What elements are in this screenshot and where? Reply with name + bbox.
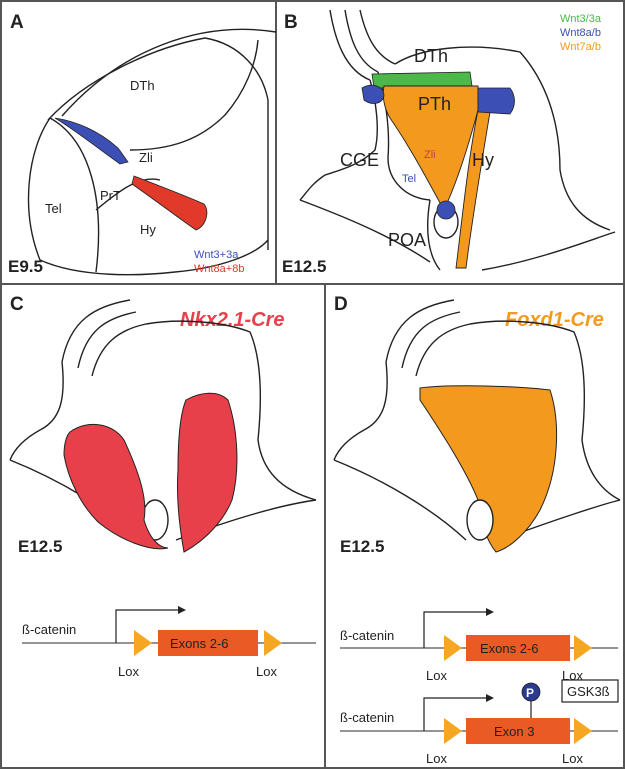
label-hy-b: Hy bbox=[472, 150, 494, 170]
stage-label-d: E12.5 bbox=[340, 537, 384, 556]
panel-c-outlines bbox=[10, 300, 316, 540]
lox-label-c-1: Lox bbox=[118, 664, 139, 679]
label-prt-a: PrT bbox=[100, 188, 121, 203]
optic-ellipse-d bbox=[467, 500, 493, 540]
exon-label-c: Exons 2-6 bbox=[170, 636, 229, 651]
gene-label-d-2: ß-catenin bbox=[340, 710, 394, 725]
nkx21-domain-right bbox=[177, 393, 236, 552]
phospho-label: P bbox=[526, 686, 534, 700]
wnt8-domain-b-left bbox=[362, 85, 384, 103]
exon-label-d-2: Exon 3 bbox=[494, 724, 534, 739]
lox-site-d-2a bbox=[444, 718, 462, 744]
construct-d-1: ß-catenin Exons 2-6 Lox Lox bbox=[340, 608, 618, 683]
panel-a-letter: A bbox=[10, 12, 24, 33]
label-zli-b: Zli bbox=[424, 149, 436, 161]
lox-site-d-1a bbox=[444, 635, 462, 661]
lox-site-d-2b bbox=[574, 718, 592, 744]
stage-label-b: E12.5 bbox=[282, 257, 326, 276]
lox-label-d-2a: Lox bbox=[426, 751, 447, 766]
label-pth-b: PTh bbox=[418, 94, 451, 114]
panel-c-letter: C bbox=[10, 294, 24, 315]
label-zli-a: Zli bbox=[139, 150, 153, 165]
wnt8-domain-b-poa bbox=[437, 201, 455, 219]
head-outline-top bbox=[62, 29, 276, 116]
label-poa-b: POA bbox=[388, 230, 426, 250]
construct-d-2: ß-catenin Exon 3 P GSK3ß Lox Lox bbox=[340, 680, 618, 766]
construct-c: ß-catenin Exons 2-6 Lox Lox bbox=[22, 606, 316, 679]
legend-wnt8-a: Wnt8a+8b bbox=[194, 263, 244, 275]
panel-b: B DTh PTh CGE Tel Zli Hy POA bbox=[282, 10, 615, 276]
hy-bottom-b bbox=[482, 232, 615, 270]
promoter-arrowhead-c bbox=[178, 606, 186, 614]
cortex-c-3 bbox=[92, 324, 146, 376]
cortex-curve-3 bbox=[360, 10, 395, 64]
lox-site-d-1b bbox=[574, 635, 592, 661]
cre-label-c: Nkx2.1-Cre bbox=[180, 309, 285, 331]
lox-label-d-1a: Lox bbox=[426, 668, 447, 683]
stage-label-c: E12.5 bbox=[18, 537, 62, 556]
label-tel-b: Tel bbox=[402, 173, 416, 185]
label-hy-a: Hy bbox=[140, 222, 156, 237]
promoter-arrowhead-d-2 bbox=[486, 694, 494, 702]
wnt8-domain-b-right bbox=[478, 88, 515, 114]
legend-wnt3-a: Wnt3+3a bbox=[194, 249, 239, 261]
cortex-d-2 bbox=[402, 312, 460, 368]
cge-left bbox=[300, 175, 325, 200]
tel-bottom-d bbox=[334, 460, 466, 540]
lox-label-c-2: Lox bbox=[256, 664, 277, 679]
gene-label-c: ß-catenin bbox=[22, 622, 76, 637]
cortex-curve-1 bbox=[330, 10, 370, 80]
legend-wnt7-b: Wnt7a/b bbox=[560, 41, 601, 53]
label-cge-b: CGE bbox=[340, 150, 379, 170]
kinase-label: GSK3ß bbox=[567, 684, 610, 699]
wnt3-domain-a bbox=[55, 118, 128, 164]
stage-label-a: E9.5 bbox=[8, 257, 43, 276]
left-edge-c bbox=[10, 362, 63, 460]
exon-label-d-1: Exons 2-6 bbox=[480, 641, 539, 656]
left-edge-d bbox=[334, 362, 387, 460]
cortex-curve-2 bbox=[345, 10, 378, 72]
legend-wnt3-b: Wnt3/3a bbox=[560, 13, 602, 25]
lox-site-c-1 bbox=[134, 630, 152, 656]
cortex-d-3 bbox=[416, 324, 470, 376]
label-dth-b: DTh bbox=[414, 46, 448, 66]
lox-label-d-2b: Lox bbox=[562, 751, 583, 766]
dth-outline bbox=[48, 38, 268, 250]
legend-wnt8-b: Wnt8a/b bbox=[560, 27, 601, 39]
panel-a: A DTh Zli PrT Tel Hy E9.5 Wnt3+3a Wnt8a+… bbox=[8, 12, 276, 276]
cre-label-d: Foxd1-Cre bbox=[505, 309, 604, 331]
panel-b-letter: B bbox=[284, 12, 298, 33]
nkx21-domain-left bbox=[64, 424, 168, 548]
panel-d: D Foxd1-Cre E12.5 ß-catenin Exons 2-6 Lo… bbox=[334, 294, 620, 766]
gene-label-d-1: ß-catenin bbox=[340, 628, 394, 643]
promoter-arrowhead-d-1 bbox=[486, 608, 494, 616]
zli-dth-boundary bbox=[130, 40, 258, 150]
label-tel-a: Tel bbox=[45, 201, 62, 216]
panel-d-letter: D bbox=[334, 294, 348, 315]
label-dth-a: DTh bbox=[130, 78, 155, 93]
panel-c: C Nkx2.1-Cre E12.5 ß-catenin Exons 2-6 bbox=[10, 294, 316, 679]
lox-site-c-2 bbox=[264, 630, 282, 656]
cortex-c-2 bbox=[78, 312, 136, 368]
